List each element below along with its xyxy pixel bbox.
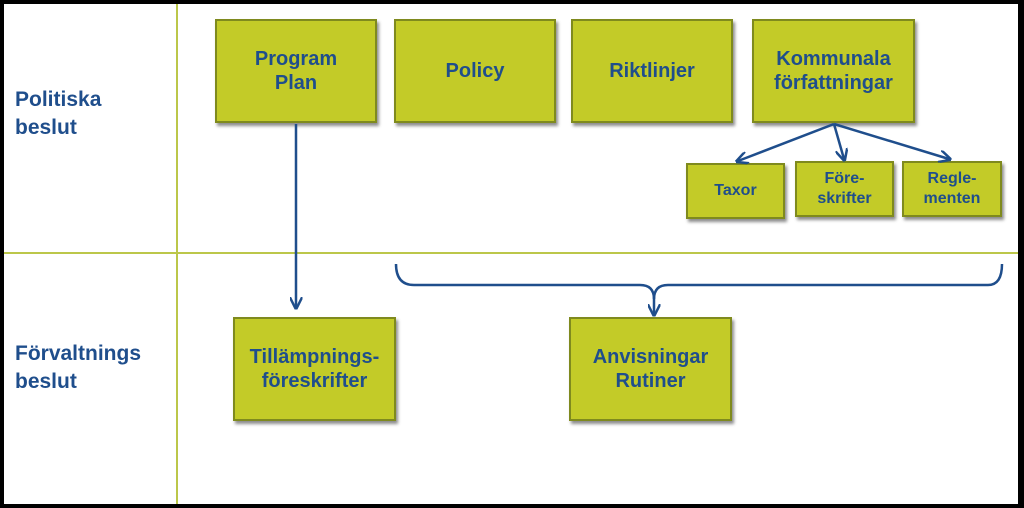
connector-layer <box>4 122 1004 504</box>
box-reglementen: Regle- menten <box>902 161 1002 217</box>
box-foreskrifter: Före- skrifter <box>795 161 894 217</box>
box-anvisningar-rutiner: Anvisningar Rutiner <box>569 317 732 421</box>
arrow-kommunala-to-reglementen <box>833 122 949 159</box>
row-label-politiska-beslut: Politiska beslut <box>15 88 102 139</box>
vertical-divider <box>176 4 178 504</box>
arrow-kommunala-to-taxor <box>738 122 835 161</box>
row-label-forvaltnings-beslut: Förvaltnings beslut <box>15 342 142 393</box>
box-riktlinjer: Riktlinjer <box>571 19 733 123</box>
box-kommunala-forfattningar: Kommunala författningar <box>752 19 915 123</box>
grouping-brace <box>394 263 1004 300</box>
box-policy: Policy <box>394 19 556 123</box>
box-tillampningsforeskrifter: Tillämpnings- föreskrifter <box>233 317 396 421</box>
arrow-kommunala-to-foreskrifter <box>832 123 844 159</box>
box-program-plan: Program Plan <box>215 19 377 123</box>
horizontal-divider <box>4 252 1018 254</box>
diagram-canvas: Politiska beslut Förvaltnings beslut Pro… <box>4 4 1018 504</box>
